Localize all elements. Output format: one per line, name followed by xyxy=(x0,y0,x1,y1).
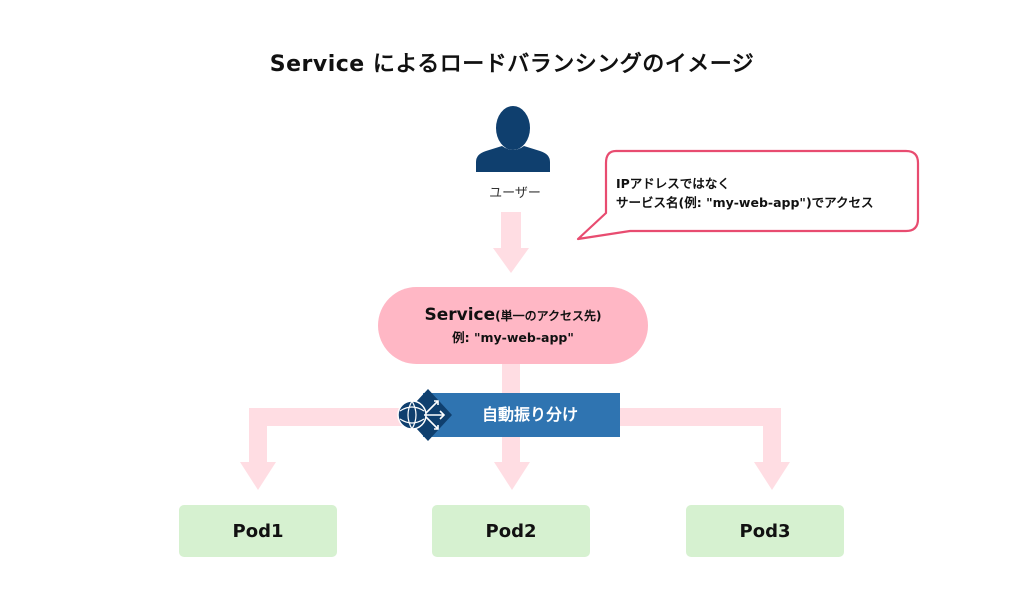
callout-line-2: サービス名(例: "my-web-app")でアクセス xyxy=(616,195,874,210)
user-label: ユーザー xyxy=(489,186,541,201)
service-note: (単一のアクセス先) xyxy=(495,309,602,323)
arrow-to-pod3 xyxy=(754,462,790,490)
arrow-branch-right xyxy=(763,408,781,464)
pod-2: Pod2 xyxy=(432,505,590,557)
callout-bubble xyxy=(576,149,920,241)
pod-1: Pod1 xyxy=(179,505,337,557)
callout-text: IPアドレスではなく サービス名(例: "my-web-app")でアクセス xyxy=(616,174,874,212)
user-icon xyxy=(476,106,550,172)
service-title: Service(単一のアクセス先) xyxy=(424,305,601,325)
diagram-title: Service によるロードバランシングのイメージ xyxy=(269,52,755,77)
load-balancer-icon xyxy=(397,389,452,441)
load-balancer-banner xyxy=(423,393,620,437)
arrow-to-pod2 xyxy=(494,462,530,490)
service-node: Service(単一のアクセス先) 例: "my-web-app" xyxy=(378,287,648,364)
arrow-branch-left xyxy=(249,408,267,464)
service-example: 例: "my-web-app" xyxy=(452,330,574,345)
arrow-user-to-service xyxy=(493,212,529,273)
load-balancer-label: 自動振り分け xyxy=(481,405,578,424)
pod-3: Pod3 xyxy=(686,505,844,557)
callout-line-1: IPアドレスではなく xyxy=(616,176,730,191)
service-name: Service xyxy=(424,305,496,325)
arrow-to-pod1 xyxy=(240,462,276,490)
